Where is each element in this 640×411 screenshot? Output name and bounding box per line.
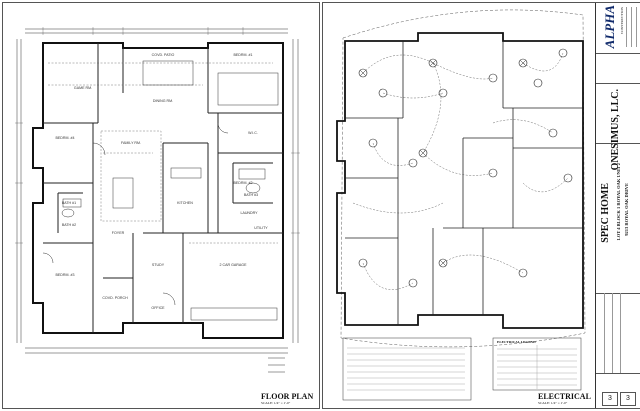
room-label: BATH #2 xyxy=(61,223,77,227)
room-label: BEDRM. #1 xyxy=(233,53,253,57)
project-box: SPEC HOME LOT 4 BLOCK 1 ROYAL OAK UNIT 2… xyxy=(596,143,640,294)
sheet-scale: SCALE: 1/4" = 1'-0" xyxy=(261,401,291,405)
company-sub: CONSTRUCTION xyxy=(620,7,624,35)
room-label: STUDY xyxy=(151,263,165,267)
room-label: BEDRM. #4 xyxy=(55,136,75,140)
title-block: ALPHA CONSTRUCTION ONESIMUS, LLC. SPEC H… xyxy=(595,3,640,408)
room-label: LAUNDRY xyxy=(240,211,258,215)
room-label: GAME RM. xyxy=(73,86,93,90)
project-lot: LOT 4 BLOCK 1 ROYAL OAK UNIT 2 xyxy=(616,163,621,241)
room-label: FAMILY RM. xyxy=(120,141,142,145)
room-label: UTILITY xyxy=(254,226,268,230)
room-label: DINING RM. xyxy=(152,99,174,103)
room-label: BATH #1 xyxy=(61,201,77,205)
room-label: FOYER xyxy=(111,231,125,235)
room-label: BATH #3 xyxy=(243,193,259,197)
room-label: COVD. PATIO xyxy=(151,53,175,57)
revision-table xyxy=(596,293,640,374)
room-label: OFFICE xyxy=(151,306,165,310)
room-label: BEDRM. #2 xyxy=(233,181,253,185)
room-label: COVD. PORCH xyxy=(102,296,128,300)
sheet-number-right: 3 xyxy=(620,392,636,406)
electrical-drawing xyxy=(336,9,586,401)
floor-plan-drawing xyxy=(15,27,300,373)
room-label: W.I.C. xyxy=(248,131,258,135)
floor-plan-sheet: GAME RM. COVD. PATIO BEDRM. #1 DINING RM… xyxy=(2,2,320,409)
sheet-title: ELECTRICAL xyxy=(538,392,591,401)
sheet-scale: SCALE: 1/4" = 1'-0" xyxy=(538,401,568,405)
legend-title: ELECTRICAL LEGEND xyxy=(497,340,536,344)
company-box: ALPHA CONSTRUCTION xyxy=(596,3,640,54)
sheet-title: FLOOR PLAN xyxy=(261,392,314,401)
client-box: ONESIMUS, LLC. xyxy=(596,83,640,170)
project-address: 9213 ROYAL OAK DRIVE xyxy=(624,183,629,236)
company-logo: ALPHA xyxy=(602,5,617,49)
project-title: SPEC HOME xyxy=(600,183,611,243)
revision-box xyxy=(596,53,640,84)
electrical-sheet: ELECTRICAL LEGEND ELECTRICAL SCALE: 1/4"… xyxy=(322,2,640,409)
room-label: BEDRM. #3 xyxy=(55,273,75,277)
room-label: KITCHEN xyxy=(177,201,193,205)
sheet-number-left: 3 xyxy=(602,392,618,406)
room-label: 2 CAR GARAGE xyxy=(219,263,247,267)
